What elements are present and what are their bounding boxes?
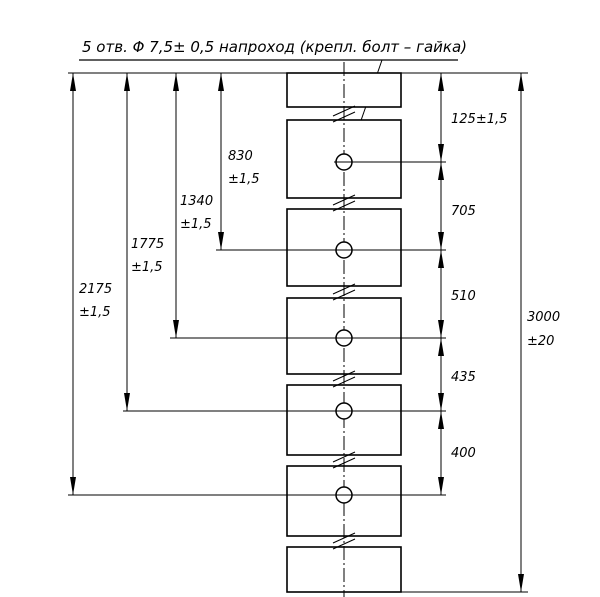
overall-dimension — [400, 73, 528, 593]
dim-right-400: 400 — [451, 446, 476, 461]
dim-left-1775-tol: ±1,5 — [131, 260, 163, 275]
left-dimensions — [70, 73, 224, 495]
right-chain-dimensions — [438, 73, 444, 495]
dim-right-125: 125±1,5 — [451, 112, 507, 127]
dim-right-435: 435 — [451, 370, 476, 385]
dim-overall-value: 3000 — [527, 310, 560, 325]
hole-extension-lines — [68, 161, 446, 496]
dim-left-2175-value: 2175 — [79, 282, 112, 297]
dim-left-1340-tol: ±1,5 — [180, 217, 212, 232]
dim-right-705: 705 — [451, 204, 476, 219]
dim-left-1775-value: 1775 — [131, 237, 164, 252]
dim-overall-tolerance: ±20 — [527, 334, 554, 349]
hole-callout-title: 5 отв. Φ 7,5± 0,5 напроход (крепл. болт … — [82, 38, 467, 56]
dim-right-510: 510 — [451, 289, 476, 304]
dim-left-2175-tol: ±1,5 — [79, 305, 111, 320]
dim-left-1340-value: 1340 — [180, 194, 213, 209]
break-marks — [332, 105, 356, 550]
dim-left-830-tol: ±1,5 — [228, 172, 260, 187]
dim-left-830-value: 830 — [228, 149, 253, 164]
